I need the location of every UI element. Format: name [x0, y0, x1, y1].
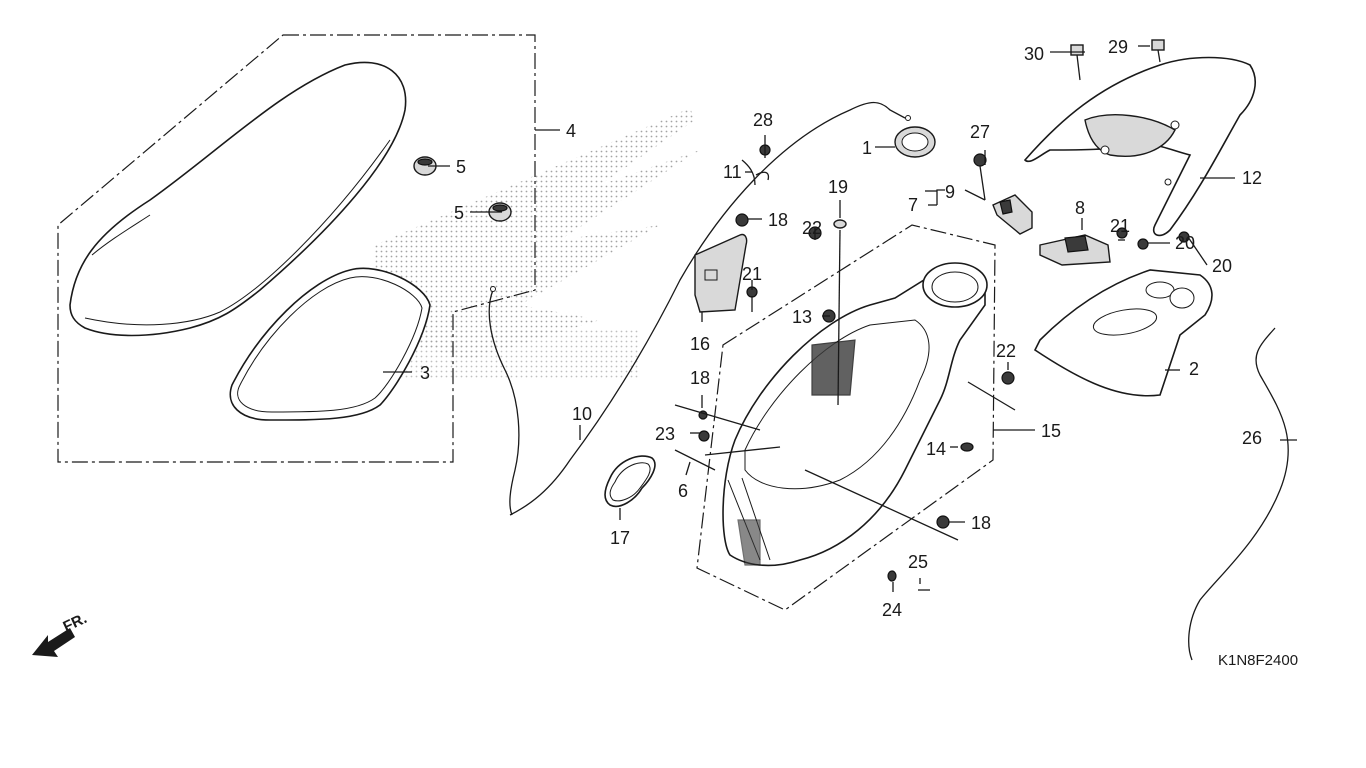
callout-label: 21 — [1110, 216, 1130, 236]
callout-label: 1 — [862, 138, 872, 158]
cable-clip-part — [741, 159, 770, 186]
callout-label: 4 — [566, 121, 576, 141]
callout-label: 29 — [1108, 37, 1128, 57]
callout-label: 18 — [768, 210, 788, 230]
callout-label: 12 — [1242, 168, 1262, 188]
callout-label: 30 — [1024, 44, 1044, 64]
callout-label: 19 — [828, 177, 848, 197]
drain-hose-part — [1188, 327, 1289, 661]
callout-label: 10 — [572, 404, 592, 424]
front-indicator-label: FR. — [61, 610, 90, 636]
callout-label: 20 — [1212, 256, 1232, 276]
callout-label: 8 — [1075, 198, 1085, 218]
callout-label: 25 — [908, 552, 928, 572]
callout-label: 28 — [753, 110, 773, 130]
callout-label: 22 — [802, 218, 822, 238]
callout-label: 6 — [678, 481, 688, 501]
flange-bolt-part — [1070, 39, 1165, 81]
seat-lock-cable-part — [509, 101, 906, 516]
diagram-code: K1N8F2400 — [1218, 652, 1298, 669]
front-direction-arrow-icon — [32, 628, 75, 657]
seat-part — [69, 61, 407, 337]
packing-ring-part — [604, 455, 656, 507]
luggage-box-group-box — [696, 224, 996, 611]
seat-latch-part — [964, 189, 1033, 235]
callout-label: 16 — [690, 334, 710, 354]
callout-label: 5 — [456, 157, 466, 177]
callout-label: 9 — [945, 182, 955, 202]
callout-label: 3 — [420, 363, 430, 383]
callout-label: 17 — [610, 528, 630, 548]
callout-label: 26 — [1242, 428, 1262, 448]
callout-label: 11 — [723, 162, 742, 182]
center-cover-part — [1033, 269, 1213, 397]
latch-holder-part — [1039, 234, 1111, 266]
callout-label: 2 — [1189, 359, 1199, 379]
leader-lines — [383, 45, 1297, 592]
callout-label: 22 — [996, 341, 1016, 361]
callout-label: 20 — [1175, 233, 1195, 253]
luggage-box-part — [722, 262, 988, 567]
callout-label: 14 — [926, 439, 946, 459]
grommet-part — [894, 126, 936, 158]
seat-seal-part — [229, 267, 431, 421]
brand-watermark — [375, 108, 700, 380]
callout-label: 13 — [792, 307, 812, 327]
callout-label: 18 — [690, 368, 710, 388]
callout-labels: 1 2 3 4 5 5 6 7 8 9 10 11 12 13 14 15 16… — [420, 37, 1262, 620]
seat-assembly-group-box — [57, 34, 536, 463]
callout-label: 7 — [908, 195, 918, 215]
callout-label: 24 — [882, 600, 902, 620]
seat-lock-wire-part — [488, 289, 520, 516]
callout-label: 23 — [655, 424, 675, 444]
callout-label: 5 — [454, 203, 464, 223]
callout-label: 21 — [742, 264, 762, 284]
rear-grab-rail-part — [1023, 56, 1256, 237]
callout-label: 27 — [970, 122, 990, 142]
battery-rubber-part — [694, 233, 748, 313]
callout-label: 18 — [971, 513, 991, 533]
rubber-damper-part — [413, 156, 512, 222]
callout-label: 15 — [1041, 421, 1061, 441]
